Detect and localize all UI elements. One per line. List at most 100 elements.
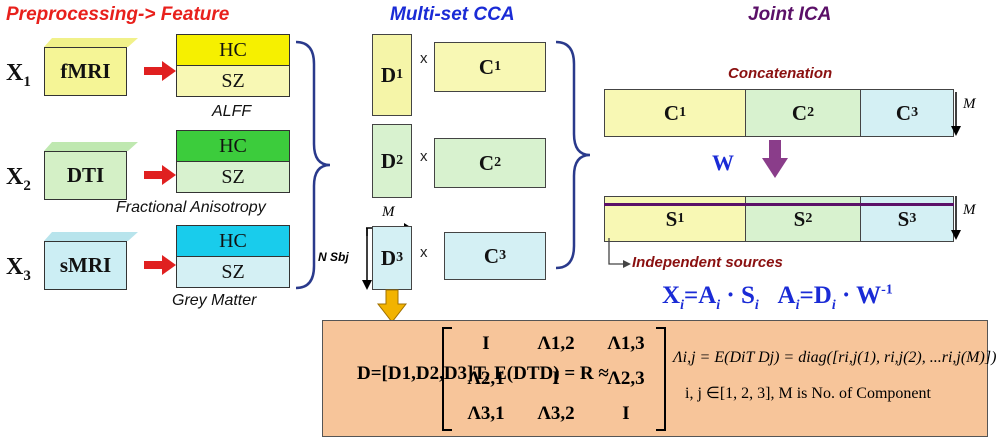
d3-sub: 3 — [396, 250, 404, 265]
matrix-cell: Λ2,1 — [467, 367, 505, 389]
header-preprocessing: Preprocessing-> Feature — [6, 4, 230, 25]
sz-label: SZ — [177, 66, 289, 96]
times-icon: x — [420, 148, 428, 165]
matrix-bracket-right — [656, 327, 666, 431]
arrow-icon — [144, 61, 176, 81]
smri-box: sMRI — [44, 232, 138, 292]
x2-label: X2 — [6, 164, 31, 195]
concat-c2-letter: C — [791, 100, 808, 125]
concat-c3-letter: C — [895, 100, 912, 125]
x3-letter: X — [6, 254, 24, 280]
fmri-box: fMRI — [44, 38, 138, 98]
m-label-top: M — [963, 96, 976, 112]
eq2-w-sup: -1 — [881, 282, 893, 298]
eq1-a: A — [698, 282, 717, 309]
x3-label: X3 — [6, 254, 31, 285]
matrix-cell: I — [552, 367, 560, 389]
m-label-mcca: M — [382, 204, 395, 220]
c2-letter: C — [478, 150, 495, 175]
m-label-bottom: M — [963, 202, 976, 218]
eq1-dot: · — [726, 282, 735, 309]
x2-sub: 2 — [23, 177, 31, 194]
hc-label: HC — [177, 35, 289, 66]
smri-label: sMRI — [44, 241, 127, 290]
n-dimension-arrow — [362, 228, 372, 290]
dti-label: DTI — [44, 151, 127, 200]
eq2-d-sub: i — [831, 298, 836, 313]
x2-letter: X — [6, 164, 24, 190]
c3-letter: C — [483, 243, 500, 268]
lambda-definition: Λi,j = E(DiT Dj) = diag([ri,j(1), ri,j(2… — [673, 349, 996, 366]
source-s1-sub: 1 — [677, 211, 685, 226]
hc-label: HC — [177, 226, 289, 257]
independent-sources-label: Independent sources — [632, 254, 783, 271]
d2-sub: 2 — [396, 153, 404, 168]
c1-sub: 1 — [494, 59, 502, 74]
source-s3-sub: 3 — [909, 211, 917, 226]
m-dimension-arrow — [951, 196, 961, 240]
x1-letter: X — [6, 60, 24, 86]
feature-alff: ALFF — [212, 103, 252, 120]
matrix-cell: Λ3,1 — [467, 402, 505, 424]
arrow-icon — [144, 255, 176, 275]
n-sbj-label: N Sbj — [318, 250, 349, 264]
formula-lhs: D=[D1,D2,D3]T, E(DTD) = R ≈ — [357, 363, 609, 384]
c3-sub: 3 — [499, 248, 507, 263]
source-s2-sub: 2 — [805, 211, 813, 226]
dti-hcsz: HC SZ — [176, 130, 290, 193]
x1-sub: 1 — [23, 73, 31, 90]
eq2-dot: · — [841, 282, 851, 309]
eq1-s-sub: i — [754, 298, 759, 313]
pointer-arrow-icon — [608, 238, 631, 268]
formula-box: D=[D1,D2,D3]T, E(DTD) = R ≈ I Λ1,2 Λ1,3 … — [322, 320, 996, 437]
source-s1-letter: S — [665, 206, 678, 231]
eq2-a: A — [777, 282, 796, 309]
brace-icon — [555, 40, 591, 270]
concat-c2-sub: 2 — [807, 105, 815, 120]
feature-fa: Fractional Anisotropy — [116, 199, 266, 216]
matrix-cell: Λ1,2 — [537, 333, 575, 355]
dti-box: DTI — [44, 142, 138, 202]
matrix-cell: Λ1,3 — [607, 333, 645, 355]
fmri-hcsz: HC SZ — [176, 34, 290, 97]
eq2-d: D — [813, 282, 832, 309]
x3-sub: 3 — [23, 267, 31, 284]
fmri-label: fMRI — [44, 47, 127, 96]
index-domain: i, j ∈[1, 2, 3], M is No. of Component — [685, 385, 931, 402]
down-arrow-icon — [376, 289, 408, 323]
matrix-cell: I — [622, 402, 630, 424]
matrix-cell: Λ3,2 — [537, 402, 575, 424]
sz-label: SZ — [177, 162, 289, 192]
down-arrow-icon — [762, 140, 788, 178]
d3-letter: D — [380, 245, 397, 270]
concat-c1-sub: 1 — [679, 105, 687, 120]
d2-letter: D — [380, 148, 397, 173]
times-icon: x — [420, 244, 428, 261]
c2-sub: 2 — [494, 155, 502, 170]
d1-letter: D — [380, 62, 397, 87]
c1-letter: C — [478, 54, 495, 79]
source-highlight-line — [604, 203, 954, 206]
arrow-icon — [144, 165, 176, 185]
brace-icon — [295, 40, 331, 290]
source-s2-letter: S — [793, 206, 806, 231]
eq2-a-sub: i — [795, 298, 800, 313]
equation-mixing: Xi=Ai · Si Ai=Di · W-1 — [662, 282, 893, 313]
eq1-a-sub: i — [716, 298, 721, 313]
eq1-s: S — [741, 282, 755, 309]
sz-label: SZ — [177, 257, 289, 287]
w-label: W — [712, 150, 734, 175]
eq2-w: W — [856, 282, 882, 309]
times-icon: x — [420, 50, 428, 67]
source-s3-letter: S — [897, 206, 910, 231]
